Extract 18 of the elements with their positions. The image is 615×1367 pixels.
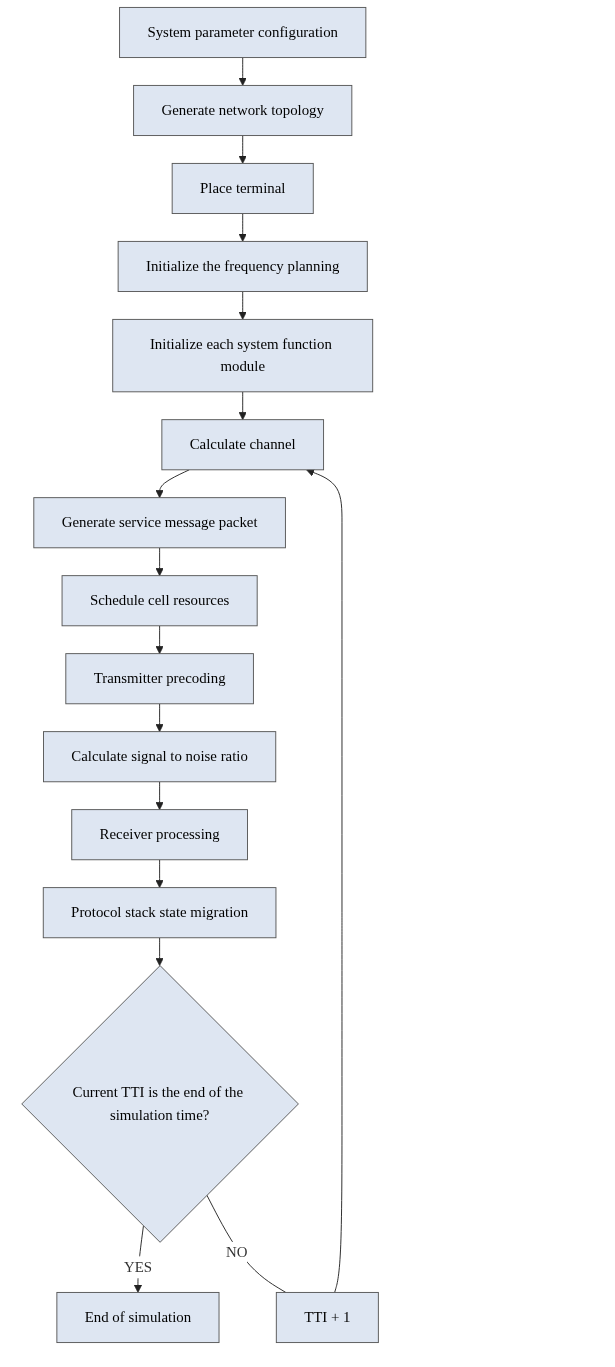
node-box: Calculate signal to noise ratio bbox=[43, 731, 277, 783]
node-box: End of simulation bbox=[56, 1291, 220, 1344]
edge-label: NO bbox=[225, 1244, 248, 1261]
node-box: System parameter configuration bbox=[119, 6, 367, 59]
node-box: Generate service message packet bbox=[33, 497, 286, 549]
node-box: Receiver processing bbox=[71, 809, 248, 861]
node-box: Place terminal bbox=[171, 162, 314, 214]
node-box: Protocol stack state migration bbox=[42, 887, 277, 939]
node-box: Generate network topology bbox=[133, 84, 353, 137]
node-box: TTI + 1 bbox=[275, 1291, 379, 1344]
node-box: Calculate channel bbox=[161, 419, 325, 471]
node-box: Transmitter precoding bbox=[65, 653, 254, 705]
connector bbox=[206, 1194, 287, 1293]
node-diamond: Current TTI is the end of the simulation time? bbox=[21, 965, 299, 1243]
node-box: Initialize the frequency planning bbox=[117, 240, 368, 292]
node-box: Initialize each system function module bbox=[112, 318, 374, 393]
edge-label: YES bbox=[123, 1259, 152, 1275]
node-box: Schedule cell resources bbox=[61, 575, 258, 627]
